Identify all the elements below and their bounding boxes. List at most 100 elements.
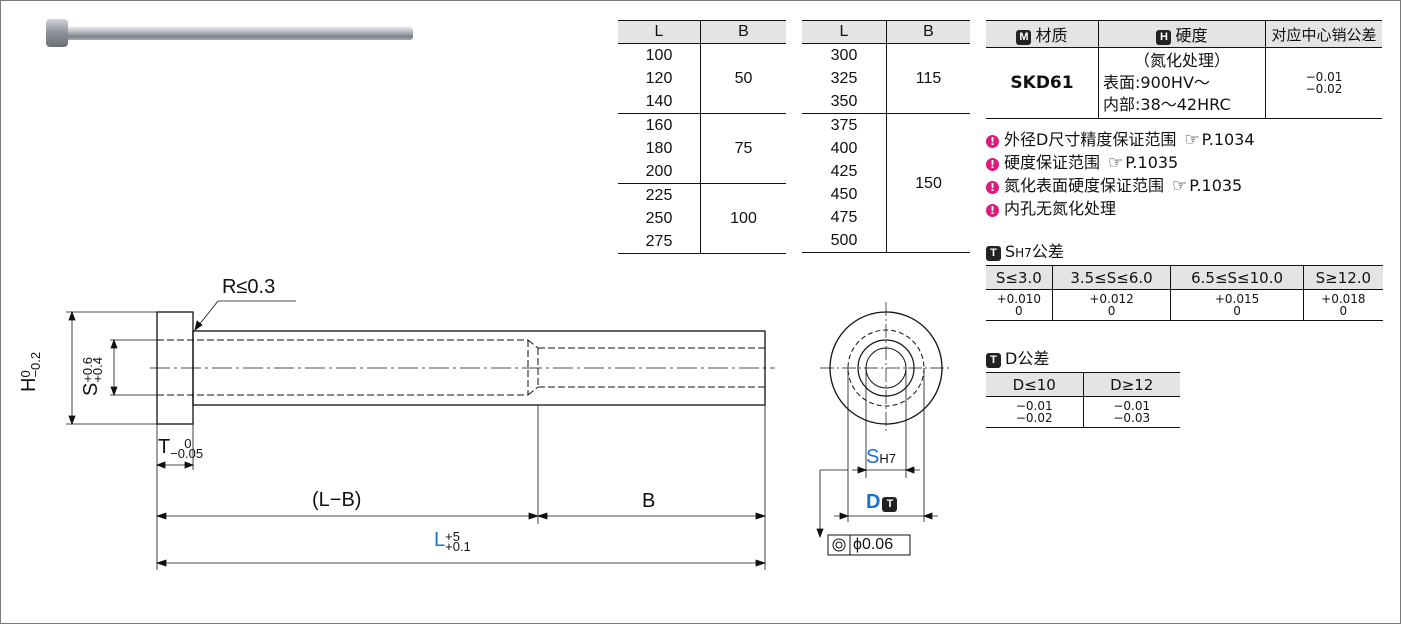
table-row: 325 [802, 67, 970, 90]
warning-icon: ! [986, 135, 999, 148]
note-item: ! 硬度保证范围 ☞P.1035 [986, 152, 1178, 174]
dimension-lines [66, 300, 767, 570]
pin-tolerance-header: 对应中心销公差 [1265, 20, 1382, 48]
pointing-hand-icon: ☞ [1184, 130, 1200, 150]
cell-l: 450 [830, 186, 858, 203]
hardness-value: （氮化处理） 表面:900HV～ 内部:38～42HRC [1098, 47, 1266, 119]
cell-l: 350 [830, 93, 858, 110]
l-dimension-label: L+5+0.1 [434, 528, 471, 554]
cell-b: 100 [700, 183, 786, 254]
tolerance-header: D≤10 [986, 372, 1083, 397]
ejector-sleeve-photo [46, 19, 413, 47]
end-view-dimensions [816, 368, 938, 539]
end-view [820, 302, 952, 434]
table-row: 250 [618, 207, 786, 230]
note-text: 氮化表面硬度保证范围 [1004, 176, 1165, 195]
cell-l: 475 [830, 209, 858, 226]
tolerance-header: S≥12.0 [1302, 265, 1383, 290]
tolerance-header: D≥12 [1082, 372, 1180, 397]
d-tol-chip: T [882, 497, 898, 512]
t-chip: T [986, 353, 1001, 368]
tolerance-value: −0.01−0.02 [986, 396, 1083, 428]
cell-b: 50 [700, 43, 786, 114]
cell-b: 115 [886, 43, 970, 114]
cell-l: 300 [830, 47, 858, 64]
cell-l: 160 [618, 113, 701, 137]
tolerance-value: −0.01−0.03 [1082, 396, 1180, 428]
cell-l: 325 [830, 70, 858, 87]
table-row: 140 [618, 90, 786, 114]
cell-l: 375 [802, 113, 887, 137]
table-row: 100 50 [618, 43, 786, 114]
table-row: 275 [618, 230, 786, 254]
table-row: 200 [618, 160, 786, 184]
page-reference-link[interactable]: P.1034 [1201, 130, 1255, 149]
table-row: 425 [802, 160, 970, 183]
table-row: 180 [618, 137, 786, 160]
col-header-b: B [886, 20, 970, 44]
coaxiality-value: ϕ0.06 [853, 536, 894, 553]
table-row: 450 [802, 183, 970, 206]
table-row: 300 115 [802, 43, 970, 114]
s-dimension-label: S+0.6+0.4 [79, 356, 105, 396]
cell-l: 120 [645, 70, 673, 87]
t-chip: T [986, 246, 1001, 261]
warning-icon: ! [986, 158, 999, 171]
note-item: ! 氮化表面硬度保证范围 ☞P.1035 [986, 175, 1242, 197]
pointing-hand-icon: ☞ [1172, 176, 1188, 196]
page-reference-link[interactable]: P.1035 [1189, 176, 1243, 195]
cell-l: 425 [830, 163, 858, 180]
table-row: 500 [802, 229, 970, 253]
cell-l: 275 [618, 230, 701, 254]
note-text: 硬度保证范围 [1004, 153, 1101, 172]
cell-l: 500 [802, 229, 887, 253]
pin-tolerance-value: −0.01−0.02 [1265, 47, 1382, 119]
cell-b: 150 [886, 113, 970, 253]
tolerance-header: S≤3.0 [986, 265, 1053, 290]
note-text: 外径D尺寸精度保证范围 [1004, 130, 1177, 149]
note-item: ! 外径D尺寸精度保证范围 ☞P.1034 [986, 129, 1255, 151]
cell-l: 140 [645, 93, 673, 110]
h-chip: H [1156, 30, 1172, 45]
l-minus-b-label: (L−B) [312, 489, 362, 511]
note-text: 内孔无氮化处理 [1004, 199, 1117, 218]
coaxiality-frame [827, 534, 911, 556]
warning-icon: ! [986, 181, 999, 194]
cell-l: 250 [645, 210, 673, 227]
m-chip: M [1016, 30, 1032, 45]
tolerance-header: 6.5≤S≤10.0 [1170, 265, 1304, 290]
s-h7-label: SH7 [866, 446, 896, 468]
note-item: !内孔无氮化处理 [986, 198, 1116, 220]
col-header-l: L [802, 20, 887, 44]
col-header-b: B [700, 20, 786, 44]
cell-l: 100 [645, 47, 673, 64]
page-reference-link[interactable]: P.1035 [1125, 153, 1179, 172]
material-value: SKD61 [986, 47, 1099, 119]
radius-label: R≤0.3 [222, 276, 276, 298]
table-row: 120 [618, 67, 786, 90]
side-view [150, 311, 775, 425]
col-header-l: L [618, 20, 701, 44]
cell-l: 400 [830, 140, 858, 157]
table-row: 475 [802, 206, 970, 229]
pointing-hand-icon: ☞ [1108, 153, 1124, 173]
cell-b: 75 [700, 113, 786, 184]
